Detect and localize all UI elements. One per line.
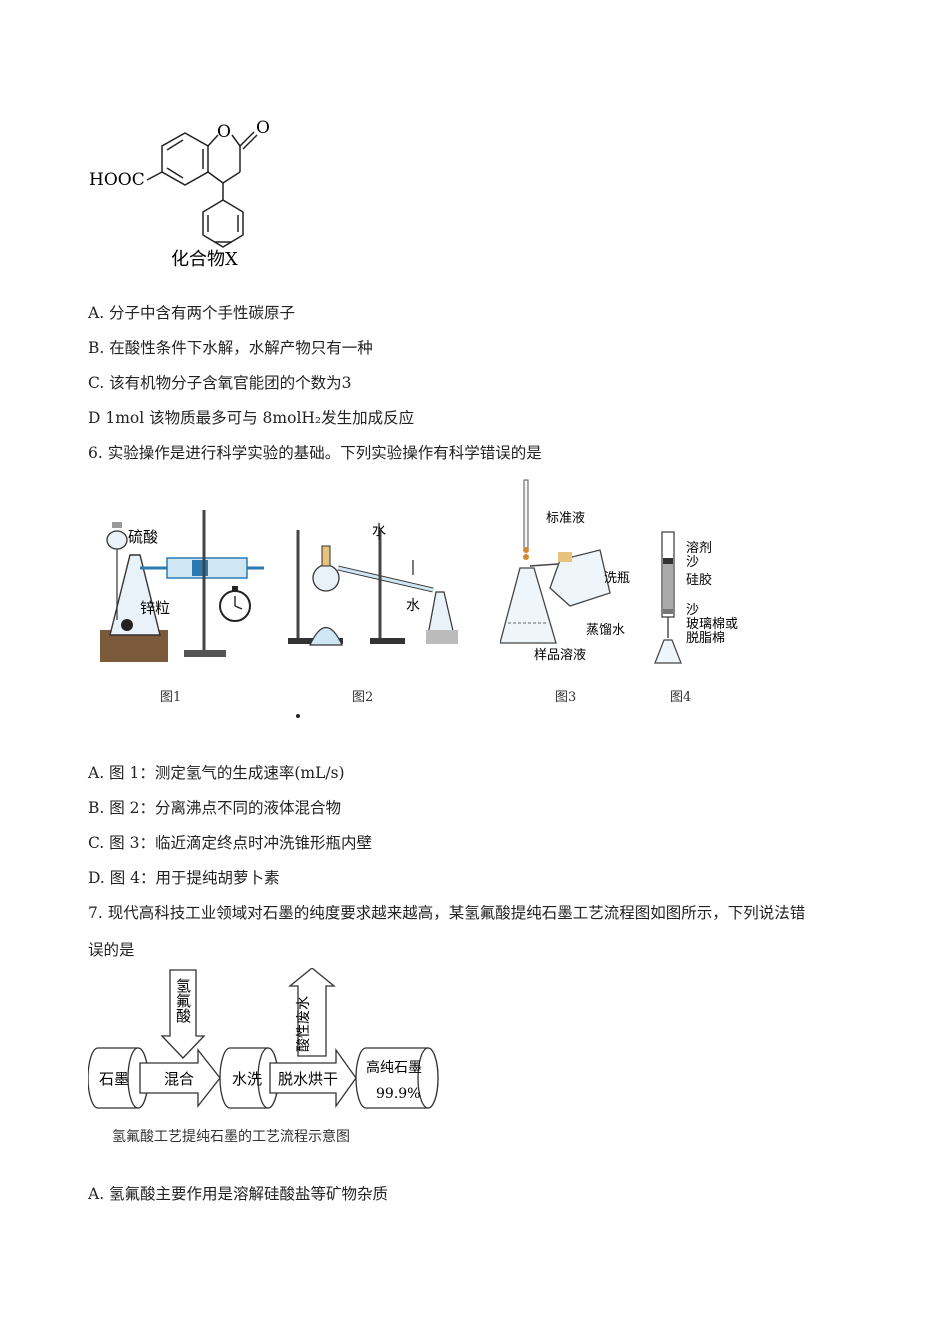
mix-arrow <box>139 1048 221 1108</box>
label-solvent: 溶剂 <box>686 541 712 556</box>
wash-bottle <box>549 549 611 607</box>
collecting-flask <box>654 639 682 664</box>
q6-option-b: B. 图 2：分离沸点不同的液体混合物 <box>88 799 342 817</box>
titration-flask <box>500 567 557 644</box>
compound-x-structure: O O HOOC 化合物X <box>89 118 270 270</box>
q5-option-a: A. 分子中含有两个手性碳原子 <box>88 304 296 322</box>
separatory-funnel <box>106 530 128 550</box>
label-cotton-1: 玻璃棉或 <box>686 617 738 632</box>
q6-option-c: C. 图 3：临近滴定终点时冲洗锥形瓶内壁 <box>88 834 372 852</box>
burette <box>523 479 529 551</box>
stray-dot <box>296 714 300 718</box>
label-acid: 硫酸 <box>128 528 158 546</box>
label-zinc: 锌粒 <box>140 599 170 617</box>
label-sand-bottom: 沙 <box>686 603 699 618</box>
flow-mix: 混合 <box>164 1070 194 1088</box>
label-standard-solution: 标准液 <box>546 511 585 526</box>
flow-graphite: 石墨 <box>99 1070 129 1088</box>
distilling-flask <box>312 564 340 592</box>
q7-option-a: A. 氢氟酸主要作用是溶解硅酸盐等矿物杂质 <box>88 1185 389 1203</box>
figure-4-chromatography-column: 溶剂 沙 硅胶 沙 玻璃棉或 脱脂棉 <box>654 531 738 664</box>
flow-product-purity: 99.9% <box>376 1086 420 1102</box>
label-sand-top: 沙 <box>686 555 699 570</box>
label-water-in: 水 <box>406 598 420 614</box>
flow-waste-label: 酸性废水 <box>296 996 312 1052</box>
flowchart-caption: 氢氟酸工艺提纯石墨的工艺流程示意图 <box>112 1129 350 1145</box>
label-wash-bottle: 洗瓶 <box>604 571 630 586</box>
compound-name: 化合物X <box>171 249 238 270</box>
fig1-caption: 图1 <box>160 690 182 705</box>
label-cotton-2: 脱脂棉 <box>686 631 725 646</box>
label-silica-gel: 硅胶 <box>686 572 712 588</box>
zinc-granule <box>121 619 133 631</box>
figure-3-titration-apparatus: 标准液 洗瓶 蒸馏水 样品溶液 <box>500 479 630 663</box>
receiving-flask <box>427 591 455 636</box>
label-sample-solution: 样品溶液 <box>534 648 586 663</box>
q6-stem: 6. 实验操作是进行科学实验的基础。下列实验操作有科学错误的是 <box>88 444 542 462</box>
flow-wash: 水洗 <box>232 1070 262 1088</box>
flow-dry: 脱水烘干 <box>278 1070 338 1088</box>
label-water-out: 水 <box>372 523 386 539</box>
q7-stem-line2: 误的是 <box>88 941 135 959</box>
fig2-caption: 图2 <box>352 690 374 705</box>
flow-hf-label: 氢氟酸 <box>174 978 192 1023</box>
cooh-label: HOOC <box>89 170 145 190</box>
figure-2-distillation-apparatus: 水 水 <box>288 523 458 646</box>
hf-input-arrow <box>160 969 206 1059</box>
ring-oxygen-label: O <box>217 122 231 142</box>
fig3-caption: 图3 <box>555 690 577 705</box>
q6-option-a: A. 图 1：测定氢气的生成速率(mL/s) <box>88 764 345 782</box>
label-distilled-water: 蒸馏水 <box>586 623 625 638</box>
waste-output-arrow <box>288 968 336 1057</box>
graphite-purification-flowchart: 石墨 混合 水洗 脱水烘干 高纯石墨 99.9% 氢氟酸 酸性废水 <box>88 968 439 1109</box>
fused-benzene-ring <box>161 132 209 186</box>
carbonyl-oxygen-label: O <box>256 118 270 138</box>
q5-option-d: D 1mol 该物质最多可与 8molH₂发生加成反应 <box>88 409 415 427</box>
figure-1-hydrogen-rate-apparatus: 硫酸 锌粒 <box>100 510 264 662</box>
fig4-caption: 图4 <box>670 690 692 705</box>
conical-flask <box>109 554 161 636</box>
flow-product-name: 高纯石墨 <box>366 1059 422 1076</box>
q6-option-d: D. 图 4：用于提纯胡萝卜素 <box>88 869 280 887</box>
q5-option-b: B. 在酸性条件下水解，水解产物只有一种 <box>88 339 373 357</box>
phenyl-ring <box>202 199 244 248</box>
alcohol-lamp <box>309 626 343 646</box>
dry-arrow <box>269 1047 357 1109</box>
q7-stem-line1: 7. 现代高科技工业领域对石墨的纯度要求越来越高，某氢氟酸提纯石墨工艺流程图如图… <box>88 904 806 922</box>
q5-option-c: C. 该有机物分子含氧官能团的个数为3 <box>88 374 352 392</box>
